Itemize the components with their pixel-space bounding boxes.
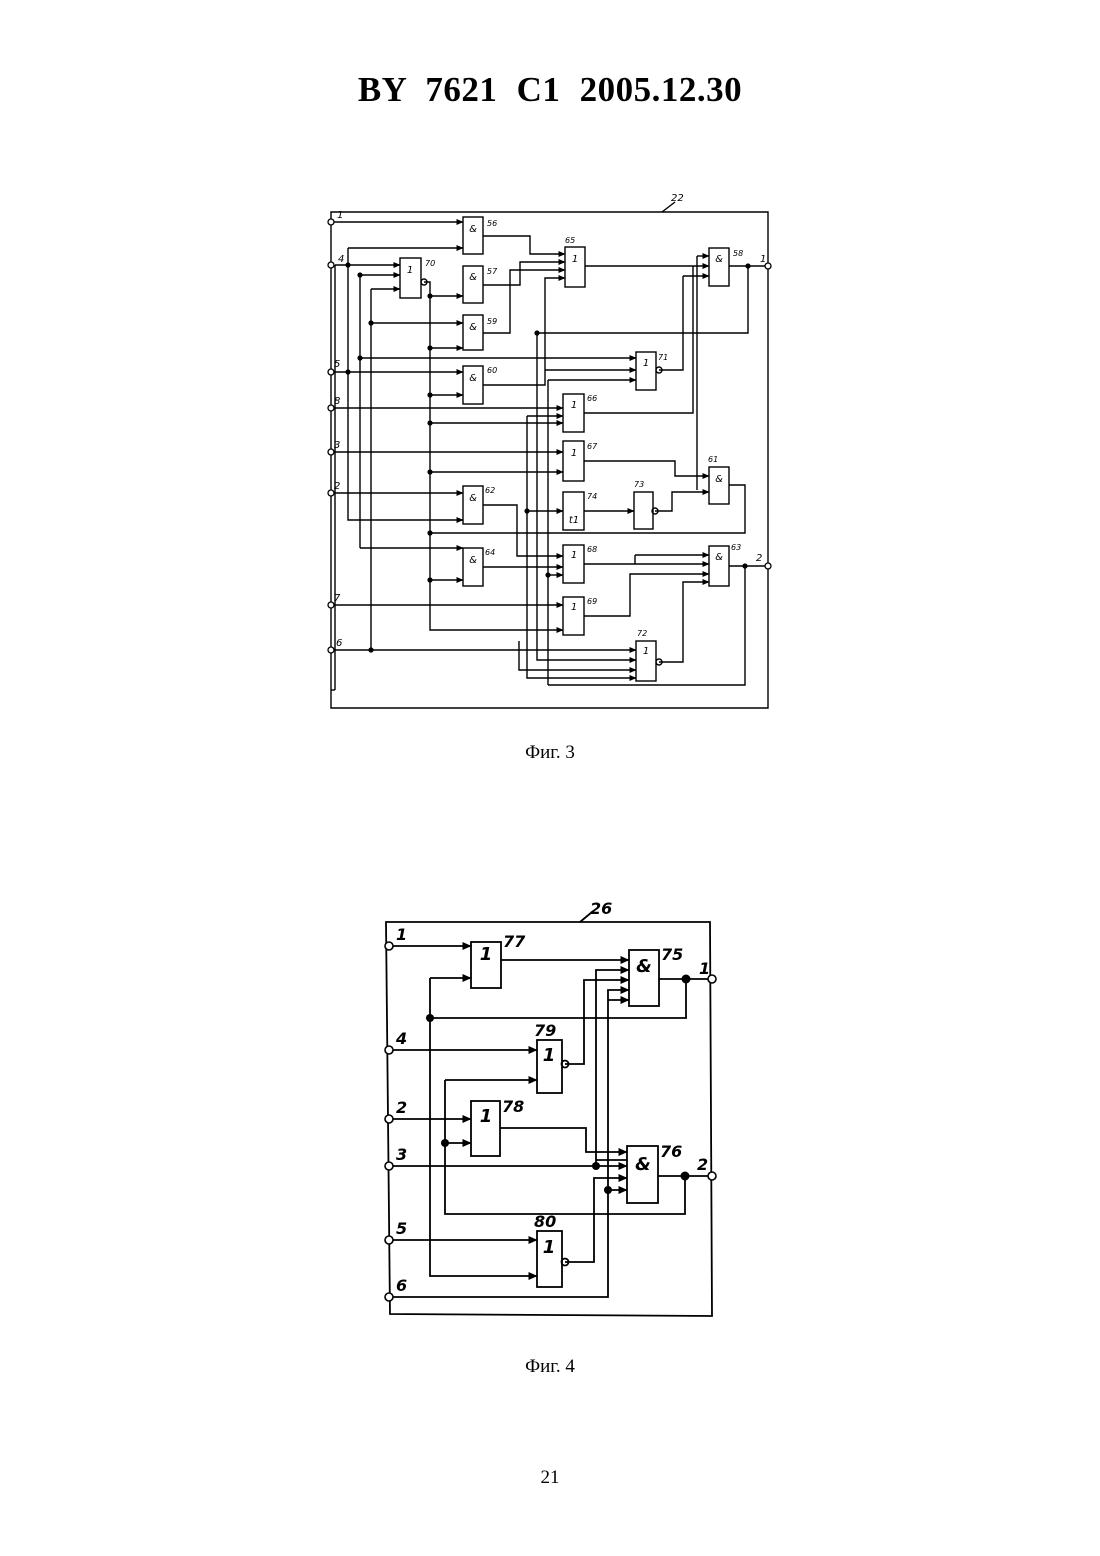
fig3-block-66-symbol: 1 <box>571 400 577 411</box>
fig3-block-60-symbol: & <box>469 373 477 384</box>
fig3-block-70 <box>400 258 421 298</box>
fig4-block-76-label: 76 <box>660 1142 682 1161</box>
fig4-block-77-label: 77 <box>503 932 526 951</box>
fig4-block-78-label: 78 <box>502 1097 524 1116</box>
fig3-output-label-1: 1 <box>760 254 766 265</box>
fig3-input-label-5: 5 <box>334 359 340 370</box>
fig3-block-57-symbol: & <box>469 272 477 283</box>
fig4-input-label-5: 5 <box>396 1219 407 1238</box>
fig3-block-64 <box>463 548 483 586</box>
figure-3-logic-diagram: 22 1 4 5 8 3 2 7 6 1 2 56 57 59 60 62 64… <box>0 0 1100 760</box>
fig3-block-68-label: 68 <box>587 545 597 554</box>
fig3-block-65-symbol: 1 <box>572 254 578 265</box>
fig3-block-73 <box>634 492 653 529</box>
fig4-block-80-label: 80 <box>534 1212 556 1231</box>
fig4-block-78-symbol: 1 <box>480 1106 493 1127</box>
fig3-block-62-symbol: & <box>469 493 477 504</box>
fig4-input-label-6: 6 <box>396 1276 407 1295</box>
fig3-block-67 <box>563 441 584 481</box>
fig3-block-61-label: 61 <box>708 455 718 464</box>
fig3-input-label-3: 3 <box>334 440 340 451</box>
fig3-block-73-label: 73 <box>634 480 644 489</box>
fig4-block-77-symbol: 1 <box>480 944 493 965</box>
fig3-input-label-2: 2 <box>334 481 340 492</box>
fig3-block-59-label: 59 <box>487 317 497 326</box>
fig3-block-71-label: 71 <box>658 353 668 362</box>
fig3-block-60-label: 60 <box>487 366 497 375</box>
fig3-block-74-symbol: t1 <box>569 515 579 526</box>
fig3-block-65 <box>565 247 585 287</box>
fig4-block-79-symbol: 1 <box>543 1045 556 1066</box>
fig3-block-57-label: 57 <box>487 267 498 276</box>
fig4-frame-label: 26 <box>590 899 612 918</box>
fig3-block-63-symbol: & <box>715 552 723 563</box>
fig4-block-75-symbol: & <box>636 956 652 977</box>
figure-3-caption: Фиг. 3 <box>0 742 1100 764</box>
fig3-block-65-label: 65 <box>565 236 575 245</box>
fig4-input-label-4: 4 <box>395 1029 407 1048</box>
fig4-block-79-label: 79 <box>534 1021 556 1040</box>
fig3-block-61-symbol: & <box>715 474 723 485</box>
fig3-block-64-label: 64 <box>485 548 495 557</box>
fig4-block-80-symbol: 1 <box>543 1237 556 1258</box>
fig3-block-64-symbol: & <box>469 555 477 566</box>
fig3-input-label-1: 1 <box>337 210 343 221</box>
fig4-output-label-2: 2 <box>697 1155 708 1174</box>
fig3-frame <box>331 212 768 708</box>
fig4-input-label-1: 1 <box>396 925 407 944</box>
fig3-block-67-symbol: 1 <box>571 448 577 459</box>
fig4-output-label-1: 1 <box>699 959 710 978</box>
fig3-input-label-7: 7 <box>334 593 341 604</box>
fig3-block-68-symbol: 1 <box>571 550 577 561</box>
fig3-block-69-label: 69 <box>587 597 597 606</box>
fig3-block-59-symbol: & <box>469 322 477 333</box>
fig3-output-label-2: 2 <box>756 553 762 564</box>
fig3-block-72-label: 72 <box>637 629 647 638</box>
fig3-block-62 <box>463 486 483 524</box>
figure-4-caption: Фиг. 4 <box>0 1356 1100 1378</box>
fig3-block-60 <box>463 366 483 404</box>
fig3-input-label-6: 6 <box>336 638 342 649</box>
fig3-block-56 <box>463 217 483 254</box>
fig3-frame-label: 22 <box>671 193 684 204</box>
fig3-block-63-label: 63 <box>731 543 741 552</box>
fig3-block-74-label: 74 <box>587 492 597 501</box>
fig3-block-58-symbol: & <box>715 254 723 265</box>
fig3-block-66-label: 66 <box>587 394 597 403</box>
figure-4-logic-diagram: 26 1 4 2 3 5 6 1 2 77 75 79 78 76 80 1 &… <box>0 880 1100 1340</box>
fig4-block-75-label: 75 <box>661 945 683 964</box>
fig3-block-69-symbol: 1 <box>571 602 577 613</box>
page-number: 21 <box>0 1467 1100 1489</box>
fig4-input-label-2: 2 <box>396 1098 407 1117</box>
fig3-block-58-label: 58 <box>733 249 743 258</box>
fig3-block-70-label: 70 <box>425 259 435 268</box>
fig4-input-label-3: 3 <box>396 1145 407 1164</box>
fig3-block-56-symbol: & <box>469 224 477 235</box>
fig3-input-label-8: 8 <box>334 396 340 407</box>
fig3-block-61 <box>709 467 729 504</box>
fig3-block-56-label: 56 <box>487 219 497 228</box>
fig3-input-label-4: 4 <box>338 254 344 265</box>
fig3-block-70-symbol: 1 <box>407 265 413 276</box>
fig3-block-71-symbol: 1 <box>643 358 649 369</box>
fig3-block-72-symbol: 1 <box>643 646 649 657</box>
fig4-block-76-symbol: & <box>635 1154 651 1175</box>
fig3-block-62-label: 62 <box>485 486 495 495</box>
fig3-block-67-label: 67 <box>587 442 598 451</box>
